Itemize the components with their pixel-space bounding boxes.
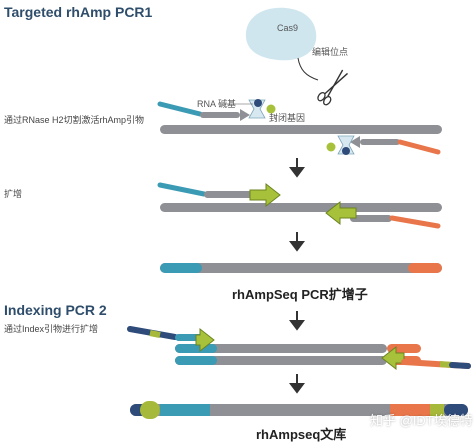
reverse-primer-1-arrowhead — [350, 136, 360, 148]
index-forward-barcode — [149, 330, 161, 338]
reverse-primer-1 — [397, 139, 441, 155]
forward-extension-arrow — [249, 182, 281, 208]
section1-title: Targeted rhAmp PCR1 — [4, 4, 153, 20]
rhampseq-library — [130, 401, 468, 419]
forward-primer-1-arrowhead — [240, 109, 250, 121]
forward-primer-2 — [157, 182, 207, 197]
blocking-group-label: 封闭基因 — [269, 113, 306, 123]
rnase-h2-enzyme-1 — [248, 99, 276, 119]
rnase-h2-enzyme-2 — [326, 135, 355, 155]
reverse-extension-arrow — [325, 200, 357, 226]
pcr2-template-top — [175, 344, 387, 353]
library-label: rhAmpseq文库 — [256, 427, 347, 442]
reverse-primer-2-gray — [350, 215, 392, 222]
section2-title: Indexing PCR 2 — [4, 302, 107, 318]
down-arrow-4 — [289, 374, 305, 394]
pcr2-step-label: 通过Index引物进行扩增 — [4, 324, 99, 334]
blocking-group-dot-2 — [326, 142, 336, 152]
index-forward-arrow — [195, 327, 215, 353]
cas9-protein — [245, 7, 317, 61]
reverse-primer-2 — [389, 215, 441, 229]
watermark: 知乎 @IDT埃德特 — [370, 413, 473, 428]
cas9-label: Cas9 — [277, 23, 299, 33]
pcr1-amplicon — [160, 263, 442, 273]
forward-primer-2-gray — [204, 191, 256, 198]
blocking-group-pointer — [273, 113, 277, 121]
cas9-pointer-line — [297, 57, 319, 81]
rna-base-label: RNA 碱基 — [197, 99, 237, 109]
step1-label: 通过RNase H2切割激活rhAmp引物 — [4, 115, 145, 125]
down-arrow-1 — [289, 158, 305, 178]
blocking-group-dot-1 — [266, 104, 276, 114]
pcr1-product-label: rhAmpSeq PCR扩增子 — [232, 287, 368, 302]
scissors-icon — [317, 69, 349, 106]
pcr2-template-bottom-blue — [175, 356, 217, 365]
template-strand-2 — [160, 203, 442, 212]
down-arrow-3 — [289, 311, 305, 331]
reverse-primer-1-gray — [360, 139, 400, 145]
down-arrow-2 — [289, 232, 305, 252]
forward-primer-1 — [157, 101, 203, 117]
pcr2-template-bottom — [175, 356, 387, 365]
step2-label: 扩增 — [4, 189, 23, 199]
template-strand-1 — [160, 125, 442, 134]
forward-primer-1-gray — [200, 112, 240, 118]
edit-site-label: 编辑位点 — [312, 47, 349, 57]
index-reverse-adapter — [449, 362, 471, 369]
